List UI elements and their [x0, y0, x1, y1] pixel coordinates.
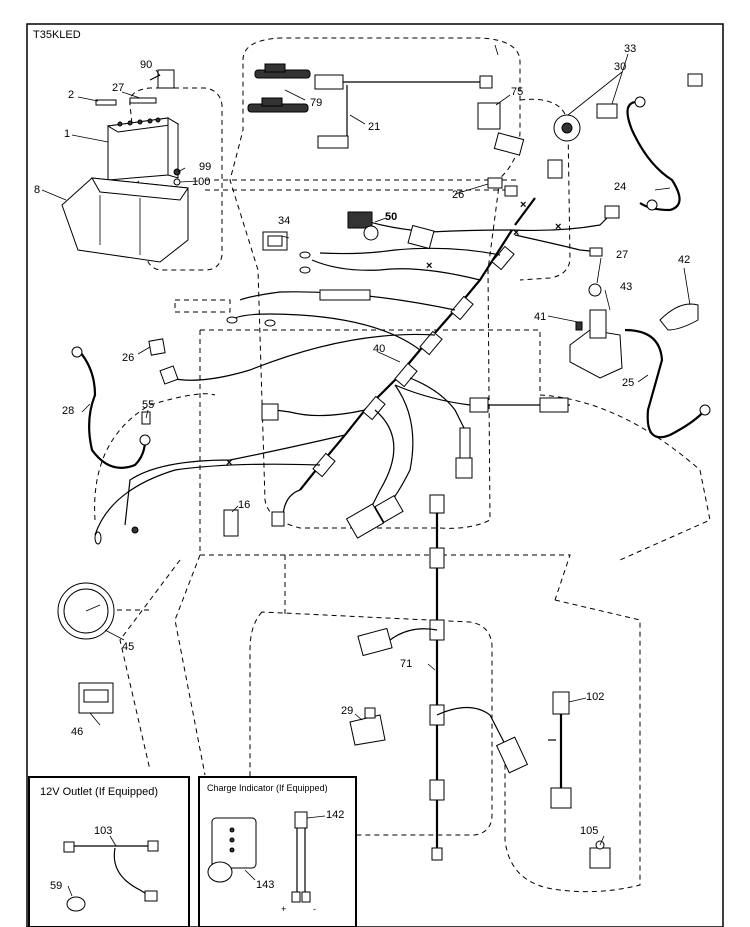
label-25: 25: [622, 377, 634, 389]
label-1: 1: [64, 128, 70, 140]
label-21: 21: [368, 121, 380, 133]
label-26-left: 26: [122, 352, 134, 364]
label-143: 143: [256, 879, 274, 891]
label-45: 45: [122, 641, 134, 653]
label-71: 71: [400, 658, 412, 670]
label-102: 102: [586, 691, 604, 703]
label-40: 40: [373, 343, 385, 355]
svg-text:×: ×: [226, 457, 232, 469]
label-2: 2: [68, 89, 74, 101]
label-41: 41: [534, 311, 546, 323]
charge-indicator-inset: [198, 776, 357, 927]
label-27-right: 27: [616, 249, 628, 261]
label-29: 29: [341, 705, 353, 717]
label-59: 59: [50, 880, 62, 892]
label-27-top: 27: [112, 82, 124, 94]
left-components: [71, 211, 379, 469]
label-43: 43: [620, 281, 632, 293]
label-42: 42: [678, 254, 690, 266]
label-79: 79: [310, 97, 322, 109]
svg-text:×: ×: [520, 199, 526, 211]
label-105: 105: [580, 825, 598, 837]
gauges: [57, 509, 239, 714]
svg-text:×: ×: [513, 227, 519, 239]
top-components: [247, 63, 525, 189]
label-103: 103: [94, 825, 112, 837]
inset-labels: 12V Outlet (If Equipped) 103 59 Charge I…: [40, 783, 344, 914]
label-55: 55: [142, 399, 154, 411]
label-46: 46: [71, 726, 83, 738]
plus-terminal-label: +: [281, 904, 286, 914]
label-8: 8: [34, 184, 40, 196]
svg-text:×: ×: [555, 221, 561, 233]
label-28: 28: [62, 405, 74, 417]
branch-connectors: [94, 159, 620, 545]
leader-lines: [41, 44, 691, 897]
label-50: 50: [385, 211, 397, 223]
main-harness: [299, 197, 536, 491]
tractor-outline: [90, 37, 711, 893]
model-title: T35KLED: [33, 29, 81, 41]
minus-terminal-label: -: [313, 904, 316, 914]
label-26-top: 26: [452, 189, 464, 201]
right-components: [553, 73, 711, 439]
diagram-frame: [26, 23, 724, 927]
charge-inset-title: Charge Indicator (If Equipped): [207, 783, 328, 793]
label-34: 34: [278, 215, 290, 227]
svg-text:×: ×: [426, 260, 432, 272]
label-16: 16: [238, 499, 250, 511]
outlet-inset: [28, 776, 190, 927]
label-99: 99: [199, 161, 211, 173]
battery-assembly: [61, 69, 189, 263]
label-24: 24: [614, 181, 626, 193]
label-142: 142: [326, 809, 344, 821]
label-30: 30: [614, 61, 626, 73]
label-33: 33: [624, 43, 636, 55]
outlet-inset-title: 12V Outlet (If Equipped): [40, 786, 158, 798]
label-100: 100: [192, 176, 210, 188]
switches-right: [548, 691, 611, 869]
label-90: 90: [140, 59, 152, 71]
part-labels: 90 27 2 1 99 100 8 79 21 75 30 33 24 26 …: [34, 43, 690, 837]
lower-harness: [349, 494, 529, 861]
label-75: 75: [511, 86, 523, 98]
